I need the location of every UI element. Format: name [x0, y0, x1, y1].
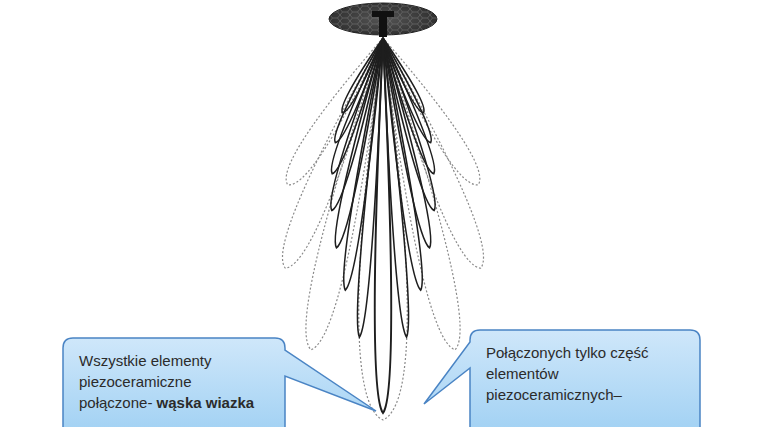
- callout-text: Połączonych tylko część elementów piezoc…: [486, 342, 684, 405]
- callout-text: Wszystkie elementy piezoceramiczne połąc…: [79, 350, 269, 413]
- narrow-lobe: [377, 37, 435, 249]
- callout-bubble: Połączonych tylko część elementów piezoc…: [470, 330, 700, 427]
- bubble-shape: [424, 330, 700, 427]
- transducer-disc: [329, 3, 437, 37]
- narrow-lobe: [375, 38, 391, 413]
- narrow-lobe: [331, 37, 389, 249]
- wide-lobe: [296, 35, 397, 354]
- emphasis-text: wąska wiazka: [157, 394, 255, 411]
- callout-label: Połączonych tylko część elementów piezoc…: [486, 344, 649, 403]
- bubble-shape: [63, 338, 376, 427]
- wide-lobe: [368, 35, 469, 354]
- callout-bubble: Wszystkie elementy piezoceramiczne połąc…: [63, 338, 285, 427]
